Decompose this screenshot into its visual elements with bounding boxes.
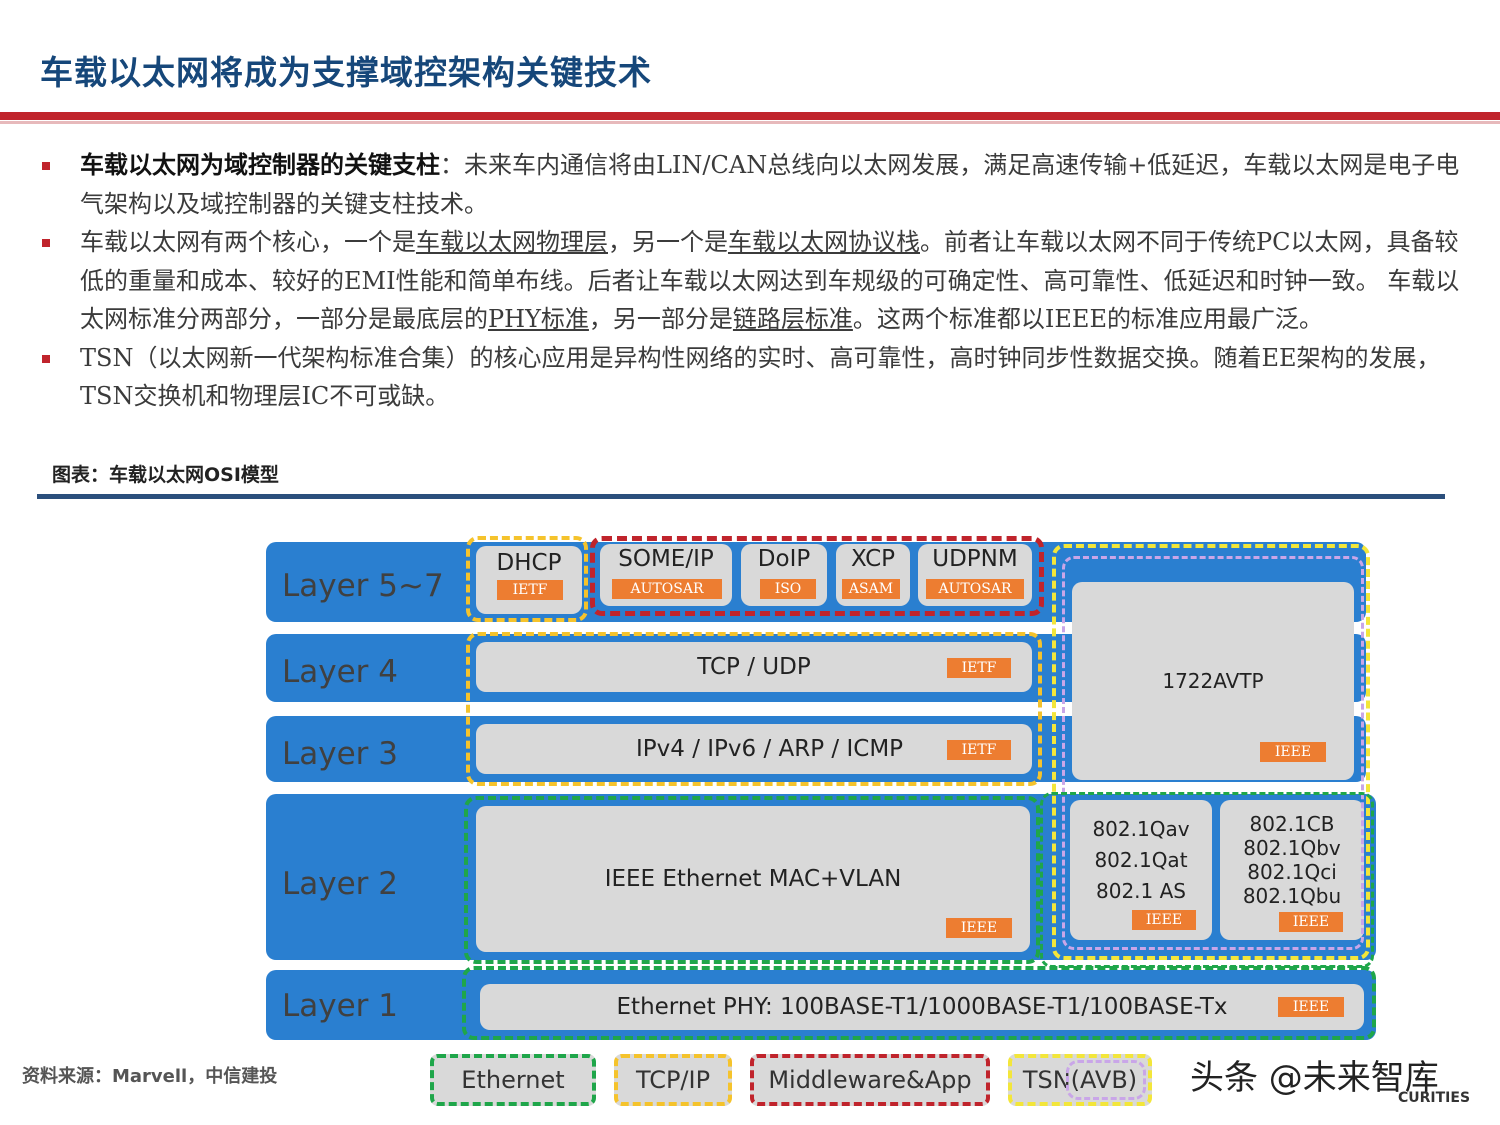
title-divider — [0, 112, 1500, 120]
standard-tag: ISO — [760, 579, 816, 599]
protocol-name: DoIP — [757, 546, 811, 572]
bullet-text: ，另一个是 — [608, 228, 728, 256]
page-title: 车载以太网将成为支撑域控架构关键技术 — [40, 53, 652, 92]
standard-tag: IETF — [497, 580, 563, 600]
underlined-term: PHY标准 — [488, 305, 589, 333]
mac-vlan-box: IEEE Ethernet MAC+VLAN — [476, 806, 1030, 952]
protocol-name: IPv4 / IPv6 / ARP / ICMP — [636, 736, 904, 762]
standard-tag: AUTOSAR — [926, 579, 1024, 599]
legend-tsn-avb: TSN(AVB) — [1008, 1054, 1152, 1106]
protocol-name: TCP / UDP — [697, 654, 811, 680]
figure-divider — [37, 494, 1445, 499]
bullet-item: 车载以太网有两个核心，一个是车载以太网物理层，另一个是车载以太网协议栈。前者让车… — [40, 223, 1470, 339]
bullet-marker — [42, 162, 50, 170]
bullet-text: 车载以太网有两个核心，一个是 — [80, 228, 416, 256]
layer-label: Layer 5~7 — [282, 568, 444, 604]
bullet-text: 。前者让车载以太网不同于传统PC以太网，具备较低的重量和成本、较好的EMI性能和… — [80, 228, 1460, 333]
standard-tag: IEEE — [946, 918, 1012, 938]
protocol-name: UDPNM — [932, 546, 1018, 572]
standard-tag: IEEE — [1260, 742, 1326, 762]
protocol-name: 1722AVTP — [1162, 669, 1264, 693]
legend-middleware: Middleware&App — [750, 1054, 990, 1106]
standard-line: 802.1Qat — [1094, 848, 1188, 872]
underlined-term: 车载以太网协议栈 — [728, 228, 920, 256]
standard-line: 802.1Qbu — [1242, 884, 1342, 908]
standard-tag: IEEE — [1132, 910, 1196, 930]
protocol-name: IEEE Ethernet MAC+VLAN — [604, 866, 902, 892]
bullet-item: TSN（以太网新一代架构标准合集）的核心应用是异构性网络的实时、高可靠性，高时钟… — [40, 339, 1470, 416]
bullet-marker — [42, 354, 50, 363]
ip-box: IPv4 / IPv6 / ARP / ICMP — [476, 724, 1032, 774]
underlined-term: 链路层标准 — [732, 305, 853, 333]
protocol-name: XCP — [850, 546, 895, 572]
underlined-term: 车载以太网物理层 — [416, 228, 608, 256]
bullet-text: ，另一部分是 — [588, 305, 733, 333]
figure-caption: 图表：车载以太网OSI模型 — [52, 464, 279, 486]
bullet-text: ：未来车内通信将由LIN/CAN总线向以太网发展，满足高速传输+低延迟，车载以太… — [80, 151, 1460, 218]
standard-line: 802.1Qci — [1247, 860, 1337, 884]
standard-line: 802.1Qav — [1092, 817, 1190, 841]
watermark-subtext: CURITIES — [1398, 1090, 1471, 1106]
source-note: 资料来源：Marvell，中信建投 — [22, 1066, 278, 1087]
layer-label: Layer 2 — [282, 866, 399, 902]
standard-tag: IETF — [947, 740, 1011, 760]
standard-line: 802.1 AS — [1096, 879, 1186, 903]
layer-label: Layer 4 — [282, 654, 399, 690]
layer-label: Layer 3 — [282, 736, 399, 772]
bullet-marker — [42, 239, 50, 247]
bullet-text: 。这两个标准都以IEEE的标准应用最广泛。 — [852, 305, 1323, 333]
tcp-udp-box: TCP / UDP — [476, 642, 1032, 692]
protocol-name: DHCP — [496, 550, 562, 576]
standard-tag: IETF — [947, 658, 1011, 678]
ethernet-phy-box: Ethernet PHY: 100BASE-T1/1000BASE-T1/100… — [480, 984, 1364, 1030]
title-divider-shadow — [0, 121, 1500, 124]
protocol-name: SOME/IP — [618, 546, 714, 572]
legend-ethernet: Ethernet — [430, 1054, 596, 1106]
standard-line: 802.1Qbv — [1243, 836, 1341, 860]
legend-label: Middleware&App — [768, 1066, 972, 1094]
standard-tag: IEEE — [1279, 912, 1343, 932]
bullet-heading: 车载以太网为域控制器的关键支柱 — [80, 150, 440, 179]
legend-tcpip: TCP/IP — [614, 1054, 732, 1106]
legend-label: Ethernet — [461, 1066, 565, 1094]
protocol-name: Ethernet PHY: 100BASE-T1/1000BASE-T1/100… — [616, 994, 1228, 1020]
standard-tag: ASAM — [842, 579, 900, 599]
bullet-list: 车载以太网为域控制器的关键支柱：未来车内通信将由LIN/CAN总线向以太网发展，… — [40, 146, 1470, 416]
bullet-text: TSN（以太网新一代架构标准合集）的核心应用是异构性网络的实时、高可靠性，高时钟… — [80, 343, 1441, 411]
legend-label: TCP/IP — [635, 1066, 711, 1094]
watermark: 头条 @未来智库 — [1190, 1058, 1439, 1098]
standard-tag: IEEE — [1278, 997, 1344, 1017]
standard-line: 802.1CB — [1249, 812, 1335, 836]
bullet-item: 车载以太网为域控制器的关键支柱：未来车内通信将由LIN/CAN总线向以太网发展，… — [40, 146, 1470, 223]
layer-label: Layer 1 — [282, 988, 399, 1024]
legend-label: TSN(AVB) — [1022, 1066, 1138, 1094]
standard-tag: AUTOSAR — [612, 579, 722, 599]
